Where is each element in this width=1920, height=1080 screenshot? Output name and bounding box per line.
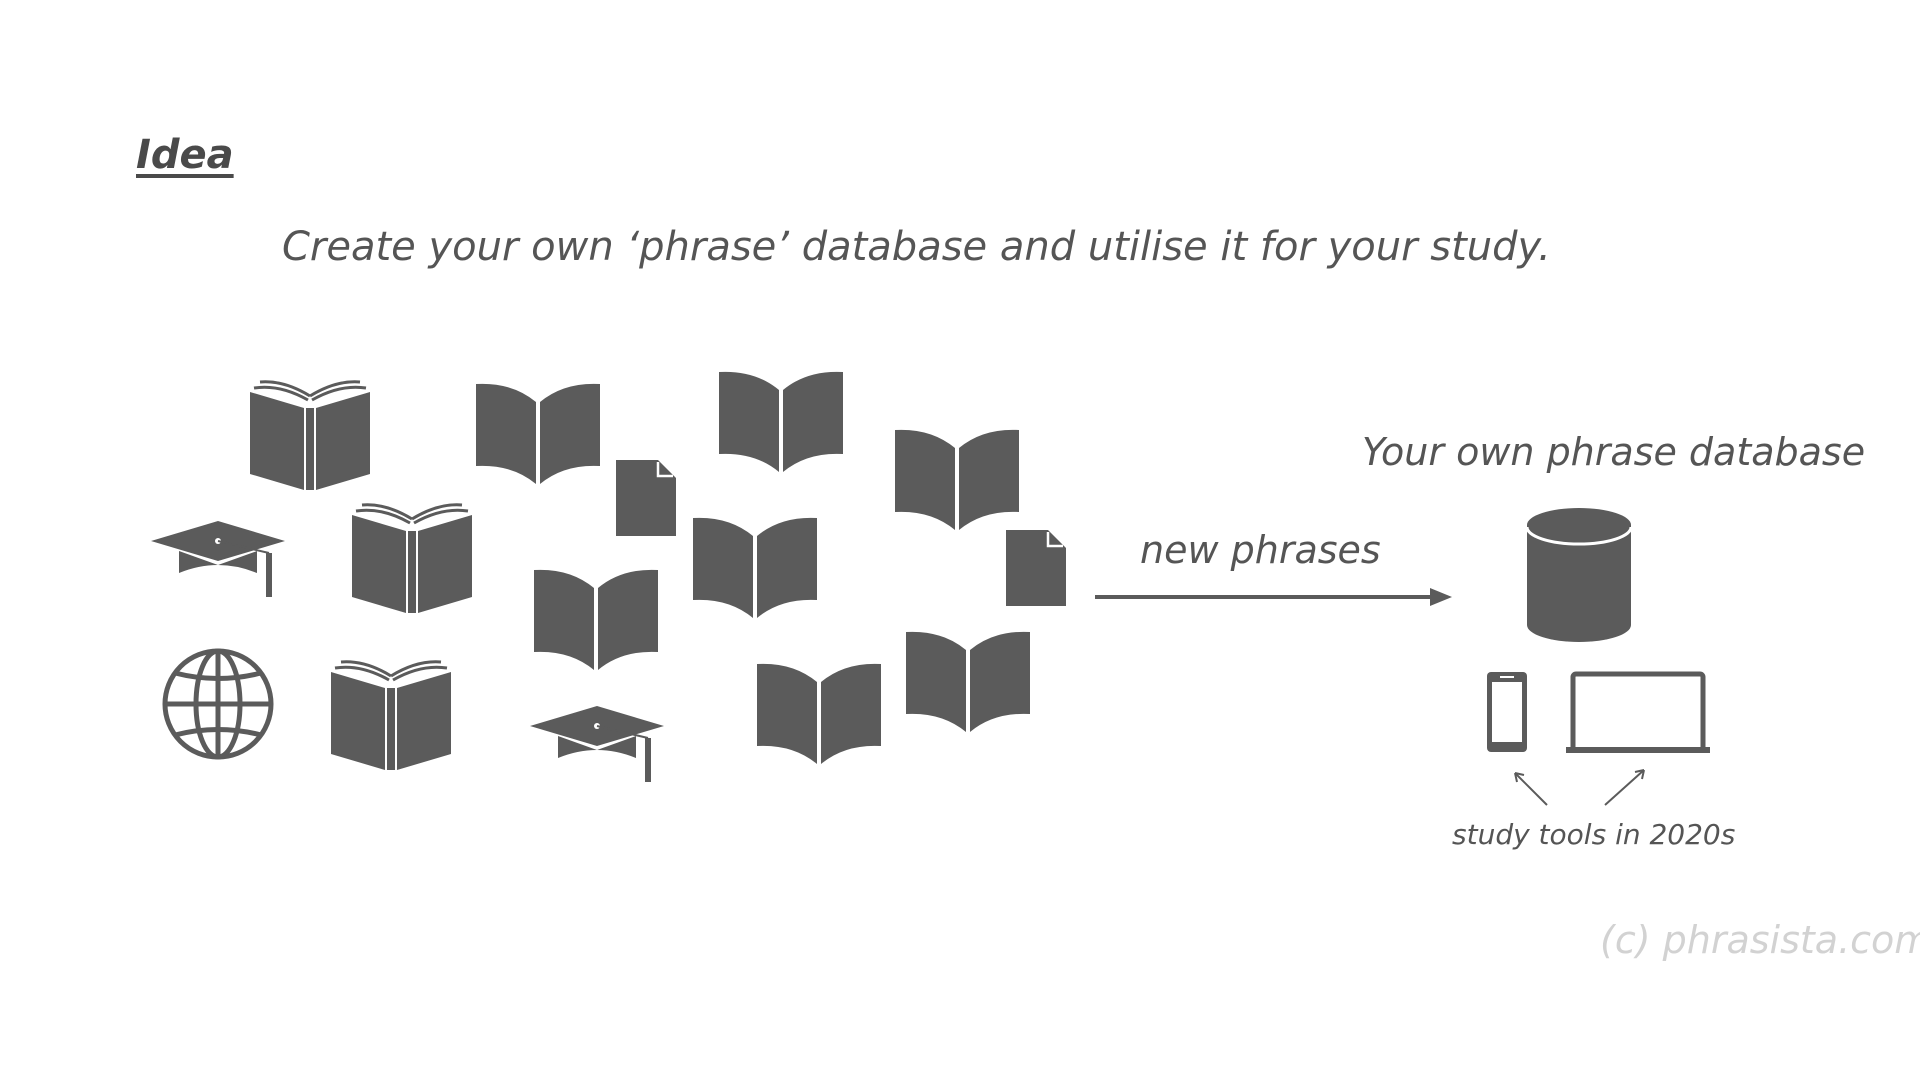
copyright-watermark: (c) phrasista.com <box>1600 918 1920 962</box>
open-book-icon <box>693 517 817 618</box>
arrow-label: new phrases <box>1140 528 1381 572</box>
open-book-icon <box>248 380 372 492</box>
database-title: Your own phrase database <box>1362 430 1866 474</box>
graduation-cap-icon <box>529 705 665 783</box>
open-book-icon <box>350 503 474 615</box>
document-icon <box>1004 528 1068 608</box>
smartphone-icon <box>1487 672 1527 752</box>
graduation-cap-icon <box>150 520 286 598</box>
open-book-icon <box>719 371 843 472</box>
pointer-arrows <box>1514 769 1645 806</box>
laptop-icon <box>1566 671 1710 753</box>
open-book-icon <box>476 383 600 484</box>
heading-idea: Idea <box>136 132 234 178</box>
document-icon <box>614 458 678 538</box>
database-cylinder-icon <box>1525 508 1633 642</box>
open-book-icon <box>895 429 1019 530</box>
open-book-icon <box>757 663 881 764</box>
study-tools-label: study tools in 2020s <box>1452 818 1736 851</box>
open-book-icon <box>329 660 453 772</box>
globe-icon <box>162 648 274 760</box>
arrow-right-icon <box>1095 588 1452 606</box>
open-book-icon <box>534 569 658 670</box>
subtitle: Create your own ‘phrase’ database and ut… <box>282 224 1551 270</box>
open-book-icon <box>906 631 1030 732</box>
